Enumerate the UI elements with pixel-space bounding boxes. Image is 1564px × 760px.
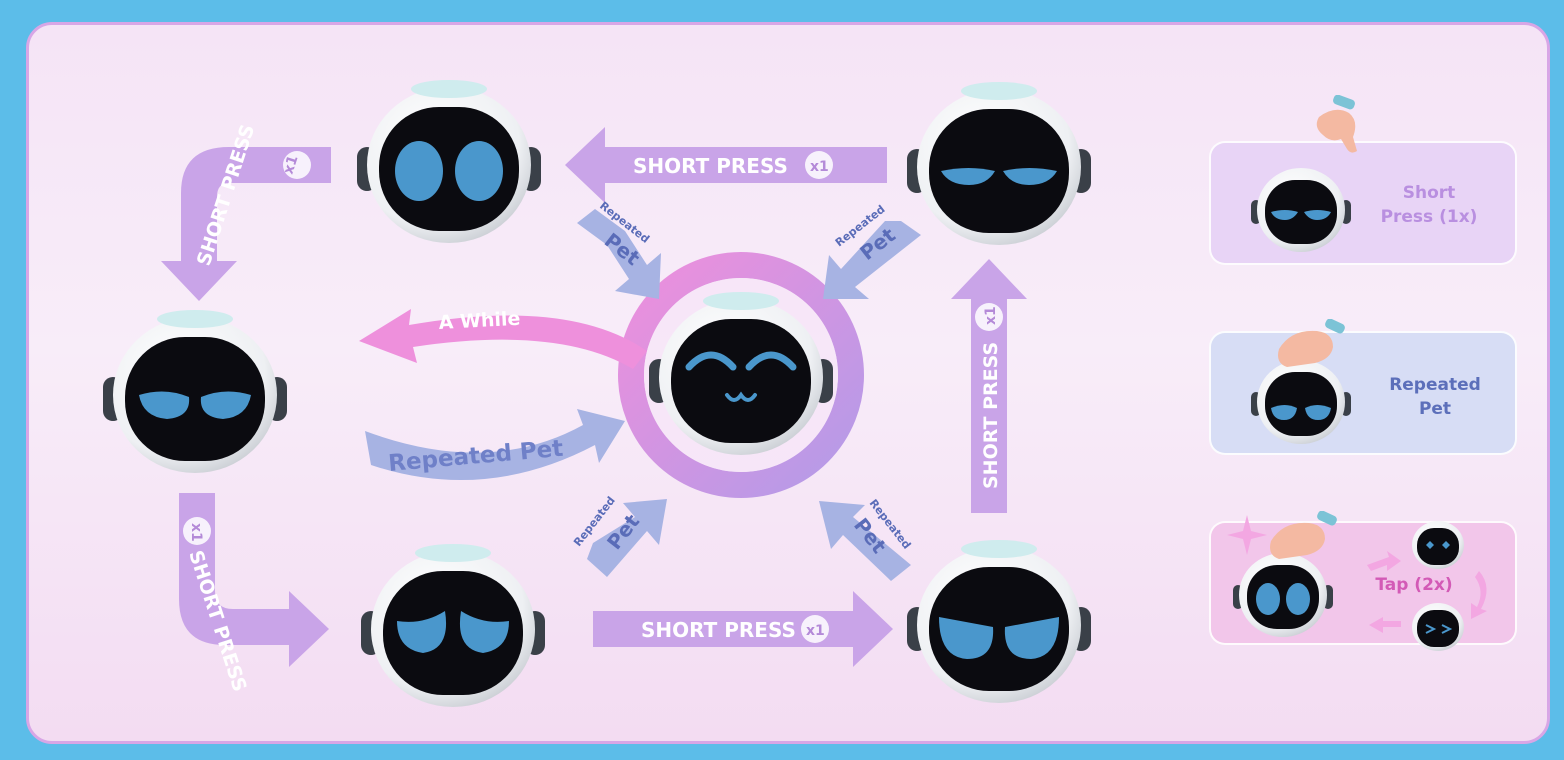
a-while-label: A While bbox=[438, 308, 521, 334]
pet-arrow-bottomright bbox=[819, 501, 911, 581]
pet-arrow-bottomleft bbox=[587, 499, 667, 577]
pet-arrow-topright bbox=[823, 221, 921, 299]
x1-label-right: x1 bbox=[983, 306, 999, 325]
x1-badge-bottomleft bbox=[183, 517, 211, 545]
x1-label-bottomleft: x1 bbox=[188, 523, 204, 542]
robot-face-icon bbox=[1251, 168, 1351, 252]
robot-face-icon bbox=[1251, 360, 1351, 444]
legend-label-repeated-pet: Repeated Pet bbox=[1375, 373, 1495, 421]
legend-card-short-press: Short Press (1x) bbox=[1209, 95, 1517, 265]
sparkle-icon bbox=[1227, 515, 1267, 555]
robot-face-icon bbox=[907, 540, 1091, 703]
pet-arrow-topleft bbox=[577, 209, 661, 299]
x1-label-top: x1 bbox=[810, 159, 829, 175]
robot-face-icon bbox=[649, 292, 833, 455]
a-while-arrow bbox=[359, 309, 647, 369]
legend-label-line1: Short bbox=[1402, 183, 1456, 203]
robot-face-icon bbox=[1412, 603, 1464, 651]
legend-label-line2: Press (1x) bbox=[1380, 207, 1478, 227]
x1-label-topleft: x1 bbox=[281, 153, 302, 176]
tap-cycle-arrows bbox=[1367, 551, 1487, 633]
robot-face-icon bbox=[1233, 553, 1333, 637]
center-ring bbox=[618, 252, 864, 498]
legend-card-repeated-pet: Repeated Pet bbox=[1209, 319, 1517, 455]
hand-icon bbox=[1278, 319, 1345, 367]
short-press-arrow-topleft bbox=[161, 147, 331, 301]
x1-badge-top bbox=[805, 151, 833, 179]
x1-badge-right bbox=[975, 303, 1003, 331]
x1-badge-bottom bbox=[801, 615, 829, 643]
diagram-panel: SHORT PRESS x1 SHORT PRESS x1 SHORT PRES… bbox=[26, 22, 1550, 744]
robot-face-icon bbox=[907, 82, 1091, 245]
robot-face-icon bbox=[361, 544, 545, 707]
short-press-arrow-right bbox=[951, 259, 1027, 513]
legend-label-tap: Tap (2x) bbox=[1375, 575, 1453, 595]
robot-face-icon bbox=[1412, 521, 1464, 569]
legend-label-short-press: Short Press (1x) bbox=[1379, 181, 1479, 229]
short-press-label-bottom: SHORT PRESS bbox=[641, 618, 796, 642]
short-press-label-right: SHORT PRESS bbox=[980, 342, 1002, 489]
short-press-arrow-bottomleft bbox=[179, 493, 329, 667]
state-diagram: SHORT PRESS x1 SHORT PRESS x1 SHORT PRES… bbox=[103, 80, 1091, 707]
robot-face-icon bbox=[357, 80, 541, 243]
repeated-pet-arrow-left bbox=[365, 409, 625, 481]
robot-face-icon bbox=[103, 310, 287, 473]
legend-label-line2: Pet bbox=[1418, 399, 1452, 419]
x1-badge-topleft bbox=[283, 151, 311, 179]
hand-icon bbox=[1270, 511, 1337, 559]
short-press-label-top: SHORT PRESS bbox=[633, 154, 788, 178]
legend-card-tap: Tap (2x) bbox=[1209, 511, 1517, 651]
x1-label-bottom: x1 bbox=[806, 623, 825, 639]
short-press-arrow-top bbox=[565, 127, 887, 203]
short-press-arrow-bottom bbox=[593, 591, 893, 667]
hand-icon bbox=[1316, 95, 1357, 153]
legend-label-line1: Repeated bbox=[1389, 375, 1481, 395]
